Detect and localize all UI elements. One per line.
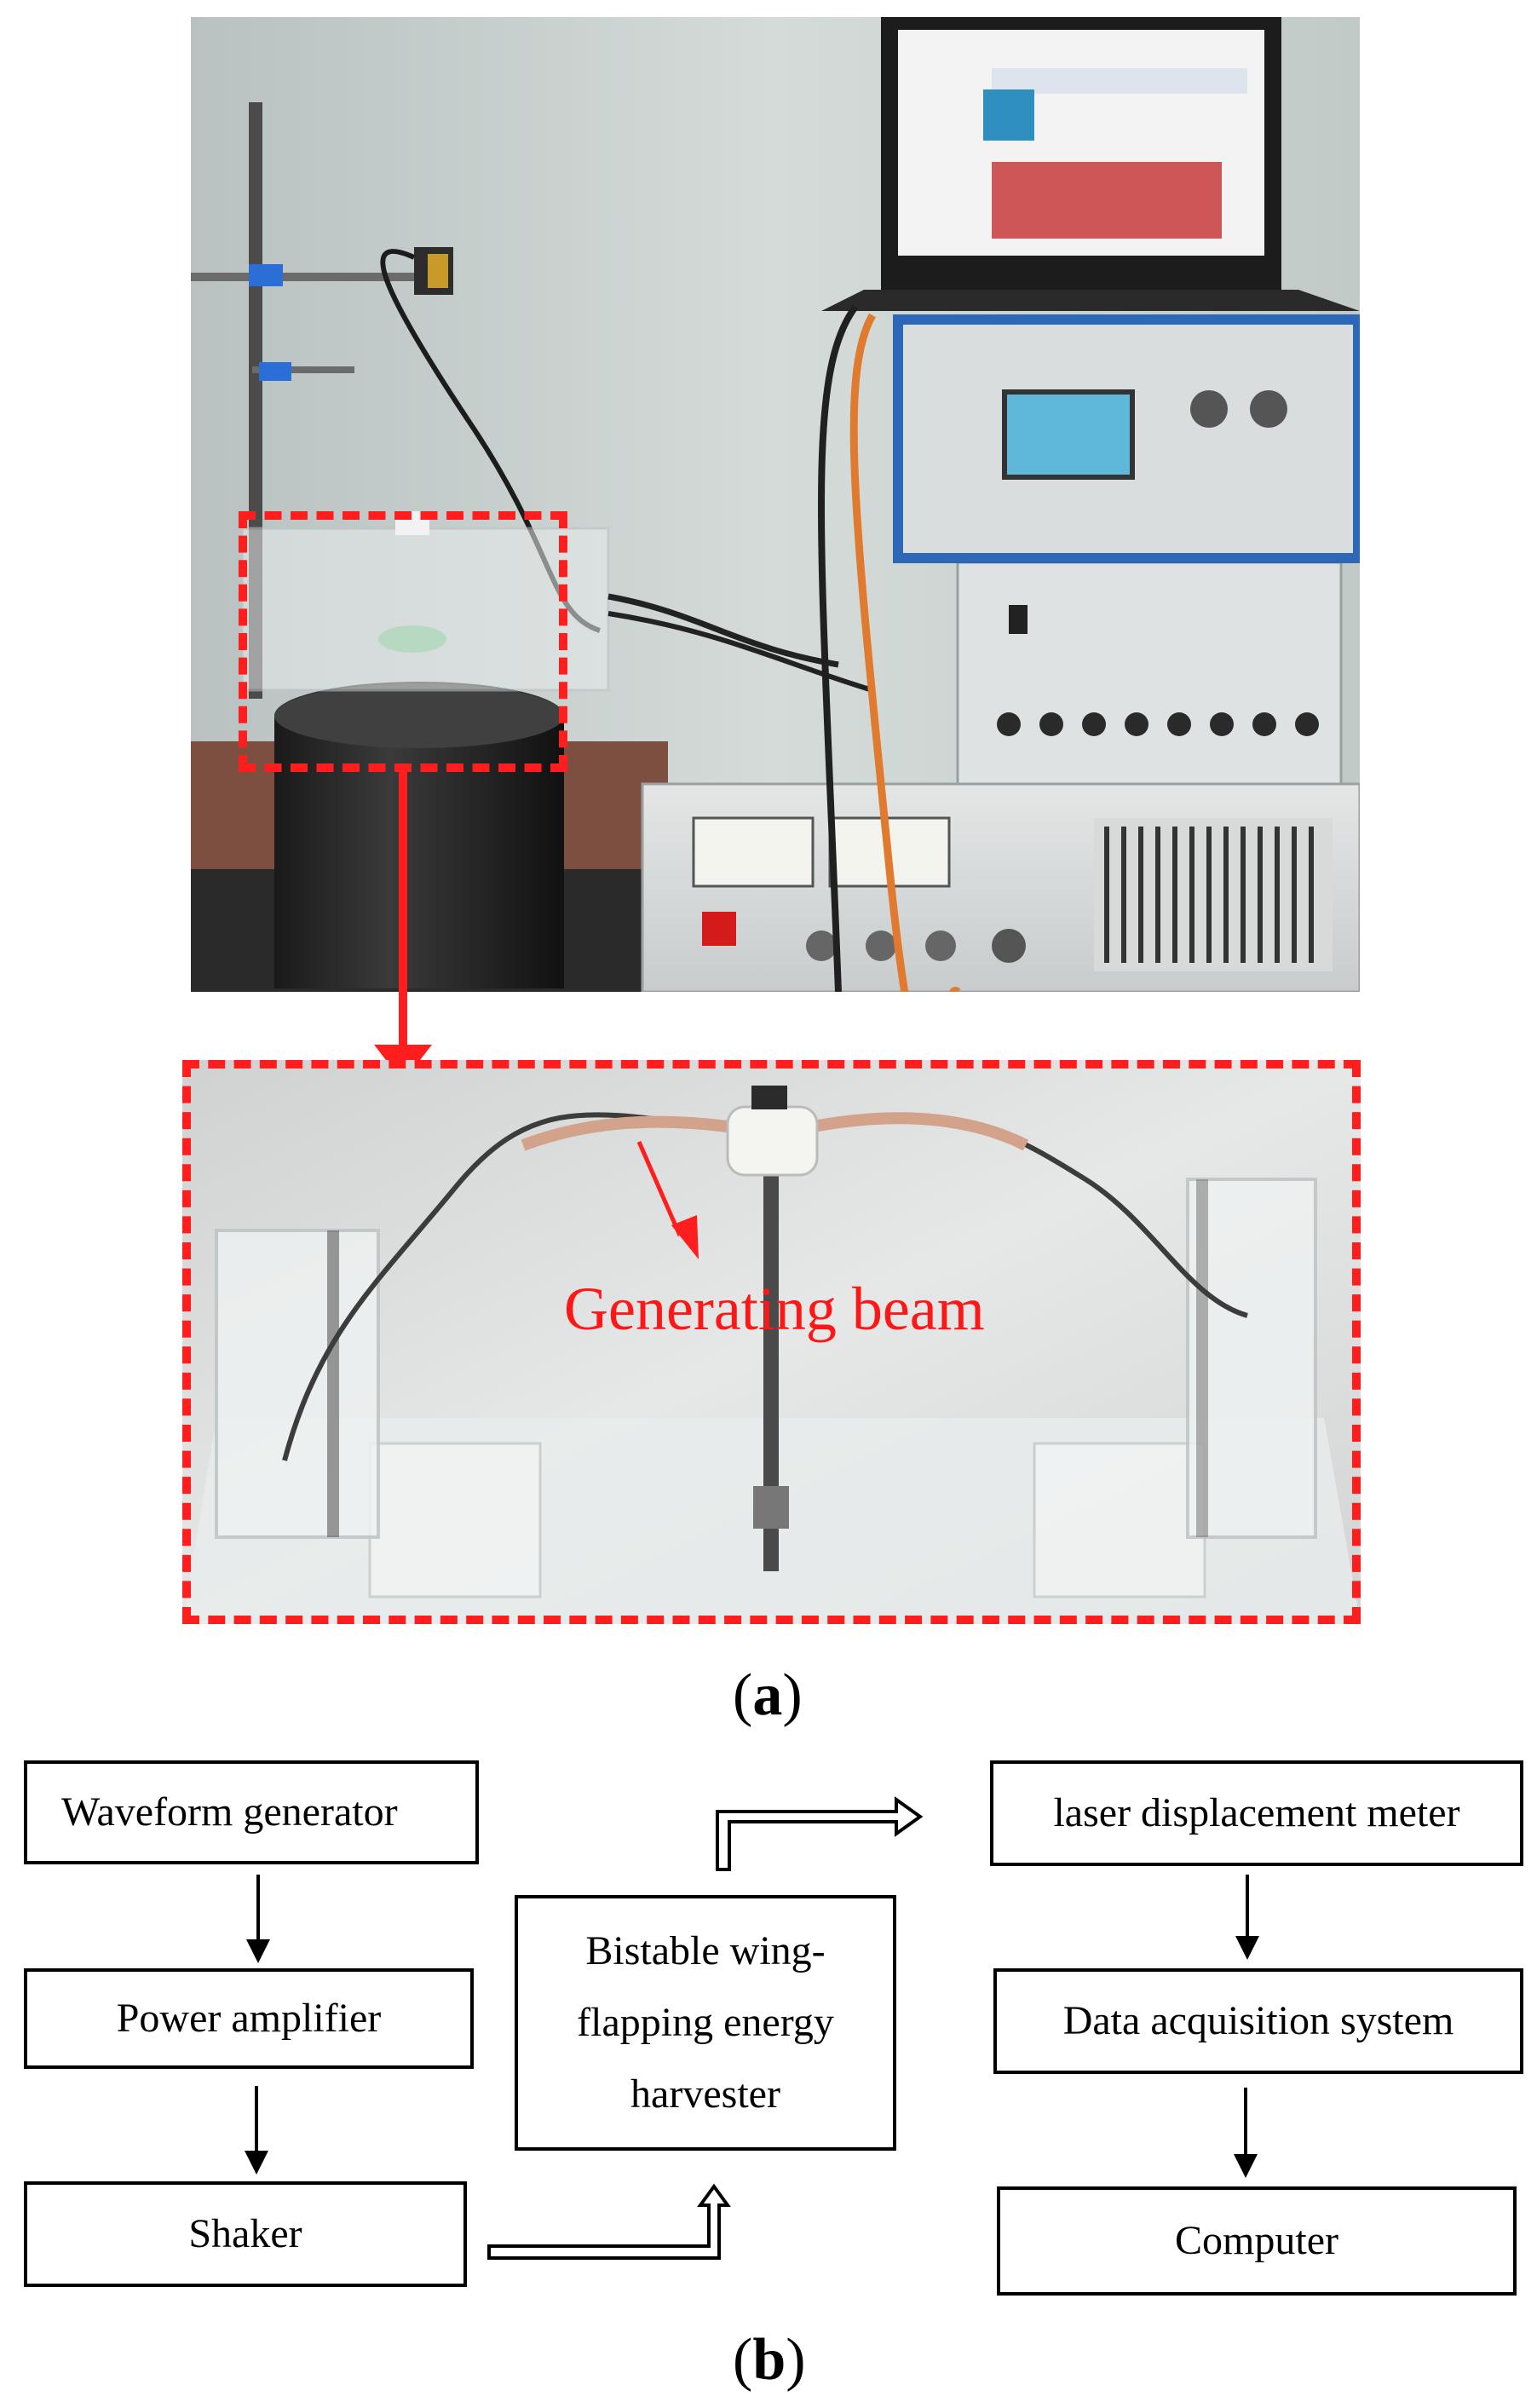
laser-displacement-meter-box: laser displacement meter [990,1760,1523,1866]
harvester-line-2: flapping energy [577,2000,834,2045]
data-acquisition-unit [956,561,1343,786]
arrow-head-4 [1234,2154,1258,2178]
waveform-generator-box: Waveform generator [24,1760,479,1864]
closeup-photo-drawing [182,1060,1361,1624]
arrow-head-2 [245,2151,268,2175]
beam-pointer-arrow [636,1141,699,1259]
arrow-laser-to-daq [1246,1875,1249,1939]
arrow-amplifier-to-shaker [255,2086,258,2154]
callout-region-box [239,511,567,772]
closeup-photo [182,1060,1361,1624]
energy-harvester-box: Bistable wing- flapping energy harvester [515,1895,896,2151]
laser-displacement-meter-label: laser displacement meter [1053,1790,1460,1836]
arrow-daq-to-computer [1244,2088,1247,2157]
panel-b-label: (b) [733,2327,806,2393]
central-rod [763,1094,779,1571]
arrow-waveform-to-amplifier [256,1875,260,1943]
harvester-line-3: harvester [630,2071,780,2117]
arrow-head-1 [246,1939,270,1963]
callout-connector-arrow [399,772,407,1050]
shaker-label: Shaker [188,2211,302,2257]
computer-label: Computer [1175,2218,1338,2264]
harvester-line-1: Bistable wing- [585,1928,826,1973]
right-acrylic-block [1186,1178,1317,1539]
generating-beam-left [282,1112,728,1461]
harvester-to-laser-arrow [716,1796,924,1871]
amp-vent [1094,818,1333,971]
setup-photo-drawing [191,17,1360,992]
shaker [274,716,564,988]
blue-clamp [249,264,283,286]
computer-box: Computer [997,2186,1517,2296]
waveform-generator-label: Waveform generator [61,1789,398,1835]
panel-a-label: (a) [733,1662,803,1728]
experimental-setup-photo [191,17,1360,992]
closeup-frame [182,1060,1361,1624]
arrow-head-3 [1235,1936,1259,1960]
generating-beam-label: Generating beam [564,1275,985,1343]
shaker-to-harvester-arrow [487,2183,731,2260]
power-amplifier-label: Power amplifier [116,1996,382,2042]
power-amplifier-box: Power amplifier [24,1968,474,2069]
shaker-box: Shaker [24,2181,467,2287]
data-acquisition-system-label: Data acquisition system [1062,1998,1454,2044]
left-acrylic-block [215,1229,380,1539]
data-acquisition-system-box: Data acquisition system [993,1968,1523,2074]
